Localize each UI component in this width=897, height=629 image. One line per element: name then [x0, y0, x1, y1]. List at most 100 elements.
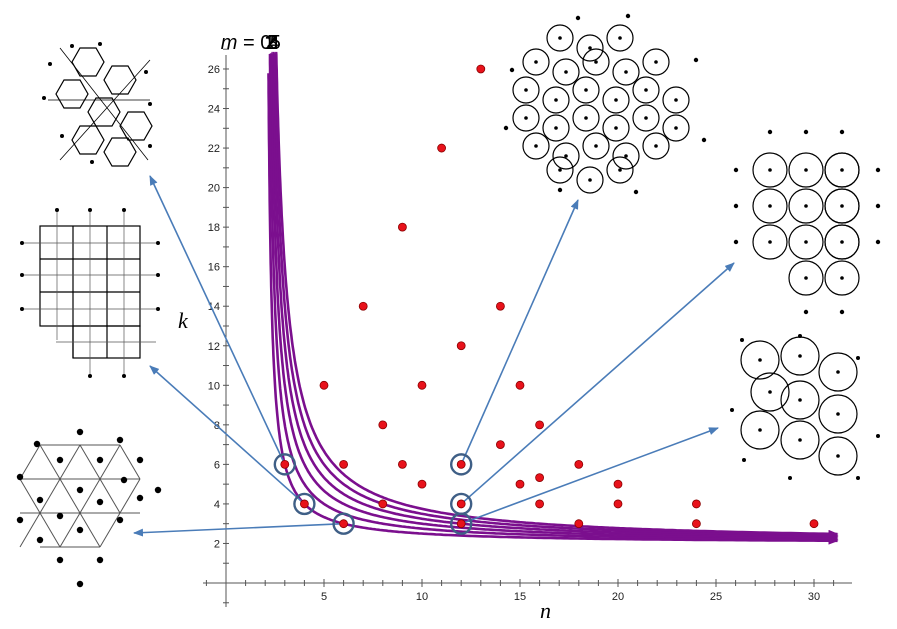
inset-circle	[740, 410, 780, 450]
inset-circle	[552, 58, 580, 86]
inset-dot	[856, 476, 860, 480]
y-tick-label: 10	[208, 380, 220, 392]
triangle-tiling-inset	[16, 428, 162, 588]
inset-circle	[576, 166, 604, 194]
dodecagon-tiling-inset	[503, 13, 707, 195]
inset-circle	[612, 142, 640, 170]
inset-circle-center	[804, 168, 808, 172]
inset-dot	[742, 458, 746, 462]
inset-circle-center	[798, 438, 802, 442]
inset-circle-center	[618, 36, 622, 40]
inset-dot	[798, 334, 802, 338]
circle-hex-tiling-inset	[730, 334, 880, 480]
data-point	[280, 459, 290, 469]
inset-circle-center	[534, 144, 538, 148]
inset-dot	[733, 239, 739, 245]
inset-dot	[509, 67, 515, 73]
inset-circle-center	[768, 204, 772, 208]
curve-m-0	[267, 73, 839, 545]
inset-circle-center	[594, 144, 598, 148]
data-point	[535, 499, 544, 509]
inset-dot	[733, 203, 739, 209]
data-point	[809, 519, 819, 529]
inset-circle	[512, 104, 540, 132]
inset-dot	[767, 129, 773, 135]
inset-circle	[512, 76, 540, 104]
data-point	[692, 499, 701, 509]
curve-m-5	[274, 51, 839, 538]
highlight-circle	[450, 512, 473, 535]
data-point	[456, 499, 466, 509]
inset-circle	[818, 352, 858, 392]
data-point	[397, 222, 407, 232]
curve-series	[267, 51, 839, 545]
inset-circle	[546, 156, 574, 184]
data-point	[613, 499, 623, 509]
inset-circle	[632, 76, 660, 104]
data-point	[692, 519, 701, 529]
tiling-arrow	[133, 522, 344, 537]
data-point	[397, 459, 407, 469]
tiling-arrow	[460, 262, 735, 505]
inset-dot	[730, 408, 734, 412]
inset-circle-center	[804, 204, 808, 208]
tiling-arrow	[460, 199, 579, 465]
inset-circle	[824, 260, 860, 296]
inset-circle	[576, 34, 604, 62]
data-point	[378, 499, 388, 509]
data-point	[613, 479, 623, 489]
inset-circle	[582, 132, 610, 160]
inset-circle	[662, 86, 690, 114]
inset-circle-center	[836, 370, 840, 374]
inset-circle-center	[584, 88, 588, 92]
y-tick-label: 2	[214, 538, 220, 550]
inset-dot	[839, 309, 845, 315]
inset-circle-center	[804, 276, 808, 280]
curve-m-2	[270, 51, 839, 542]
inset-dot	[625, 13, 631, 19]
inset-circle-center	[564, 70, 568, 74]
inset-circle-center	[840, 168, 844, 172]
inset-circle-center	[534, 60, 538, 64]
tiling-arrow	[149, 175, 286, 465]
inset-dot	[875, 239, 881, 245]
data-point	[417, 380, 427, 390]
y-tick-label: 16	[208, 262, 220, 274]
inset-circle-center	[644, 116, 648, 120]
data-points	[280, 64, 819, 529]
x-axis-label: n	[540, 598, 551, 623]
inset-circle-center	[758, 428, 762, 432]
y-tick-label: 12	[208, 341, 220, 353]
octagon-tiling-inset	[733, 129, 881, 315]
inset-circle-center	[588, 178, 592, 182]
inset-circle-center	[798, 354, 802, 358]
highlight-circle	[293, 492, 316, 516]
inset-circle-center	[584, 116, 588, 120]
inset-circle-center	[840, 240, 844, 244]
inset-circle-center	[768, 168, 772, 172]
hexagon-tiling-inset	[42, 42, 153, 167]
inset-dot	[875, 203, 881, 209]
data-point	[456, 519, 466, 529]
data-point	[378, 420, 388, 430]
series-label-m-1: 1	[264, 32, 275, 54]
inset-circle-center	[614, 126, 618, 130]
inset-dot	[740, 338, 744, 342]
curve-m-3	[271, 51, 839, 541]
inset-circle	[522, 132, 550, 160]
inset-circle-center	[836, 454, 840, 458]
inset-dot	[733, 167, 739, 173]
inset-circle	[740, 340, 780, 380]
data-point	[456, 341, 466, 351]
data-point	[417, 479, 427, 489]
x-tick-label: 5	[321, 591, 327, 603]
axes	[203, 48, 852, 607]
inset-circle-center	[614, 98, 618, 102]
highlight-circle	[450, 453, 473, 476]
inset-circle	[606, 156, 634, 184]
inset-circle	[602, 86, 630, 114]
inset-dot	[701, 137, 707, 143]
